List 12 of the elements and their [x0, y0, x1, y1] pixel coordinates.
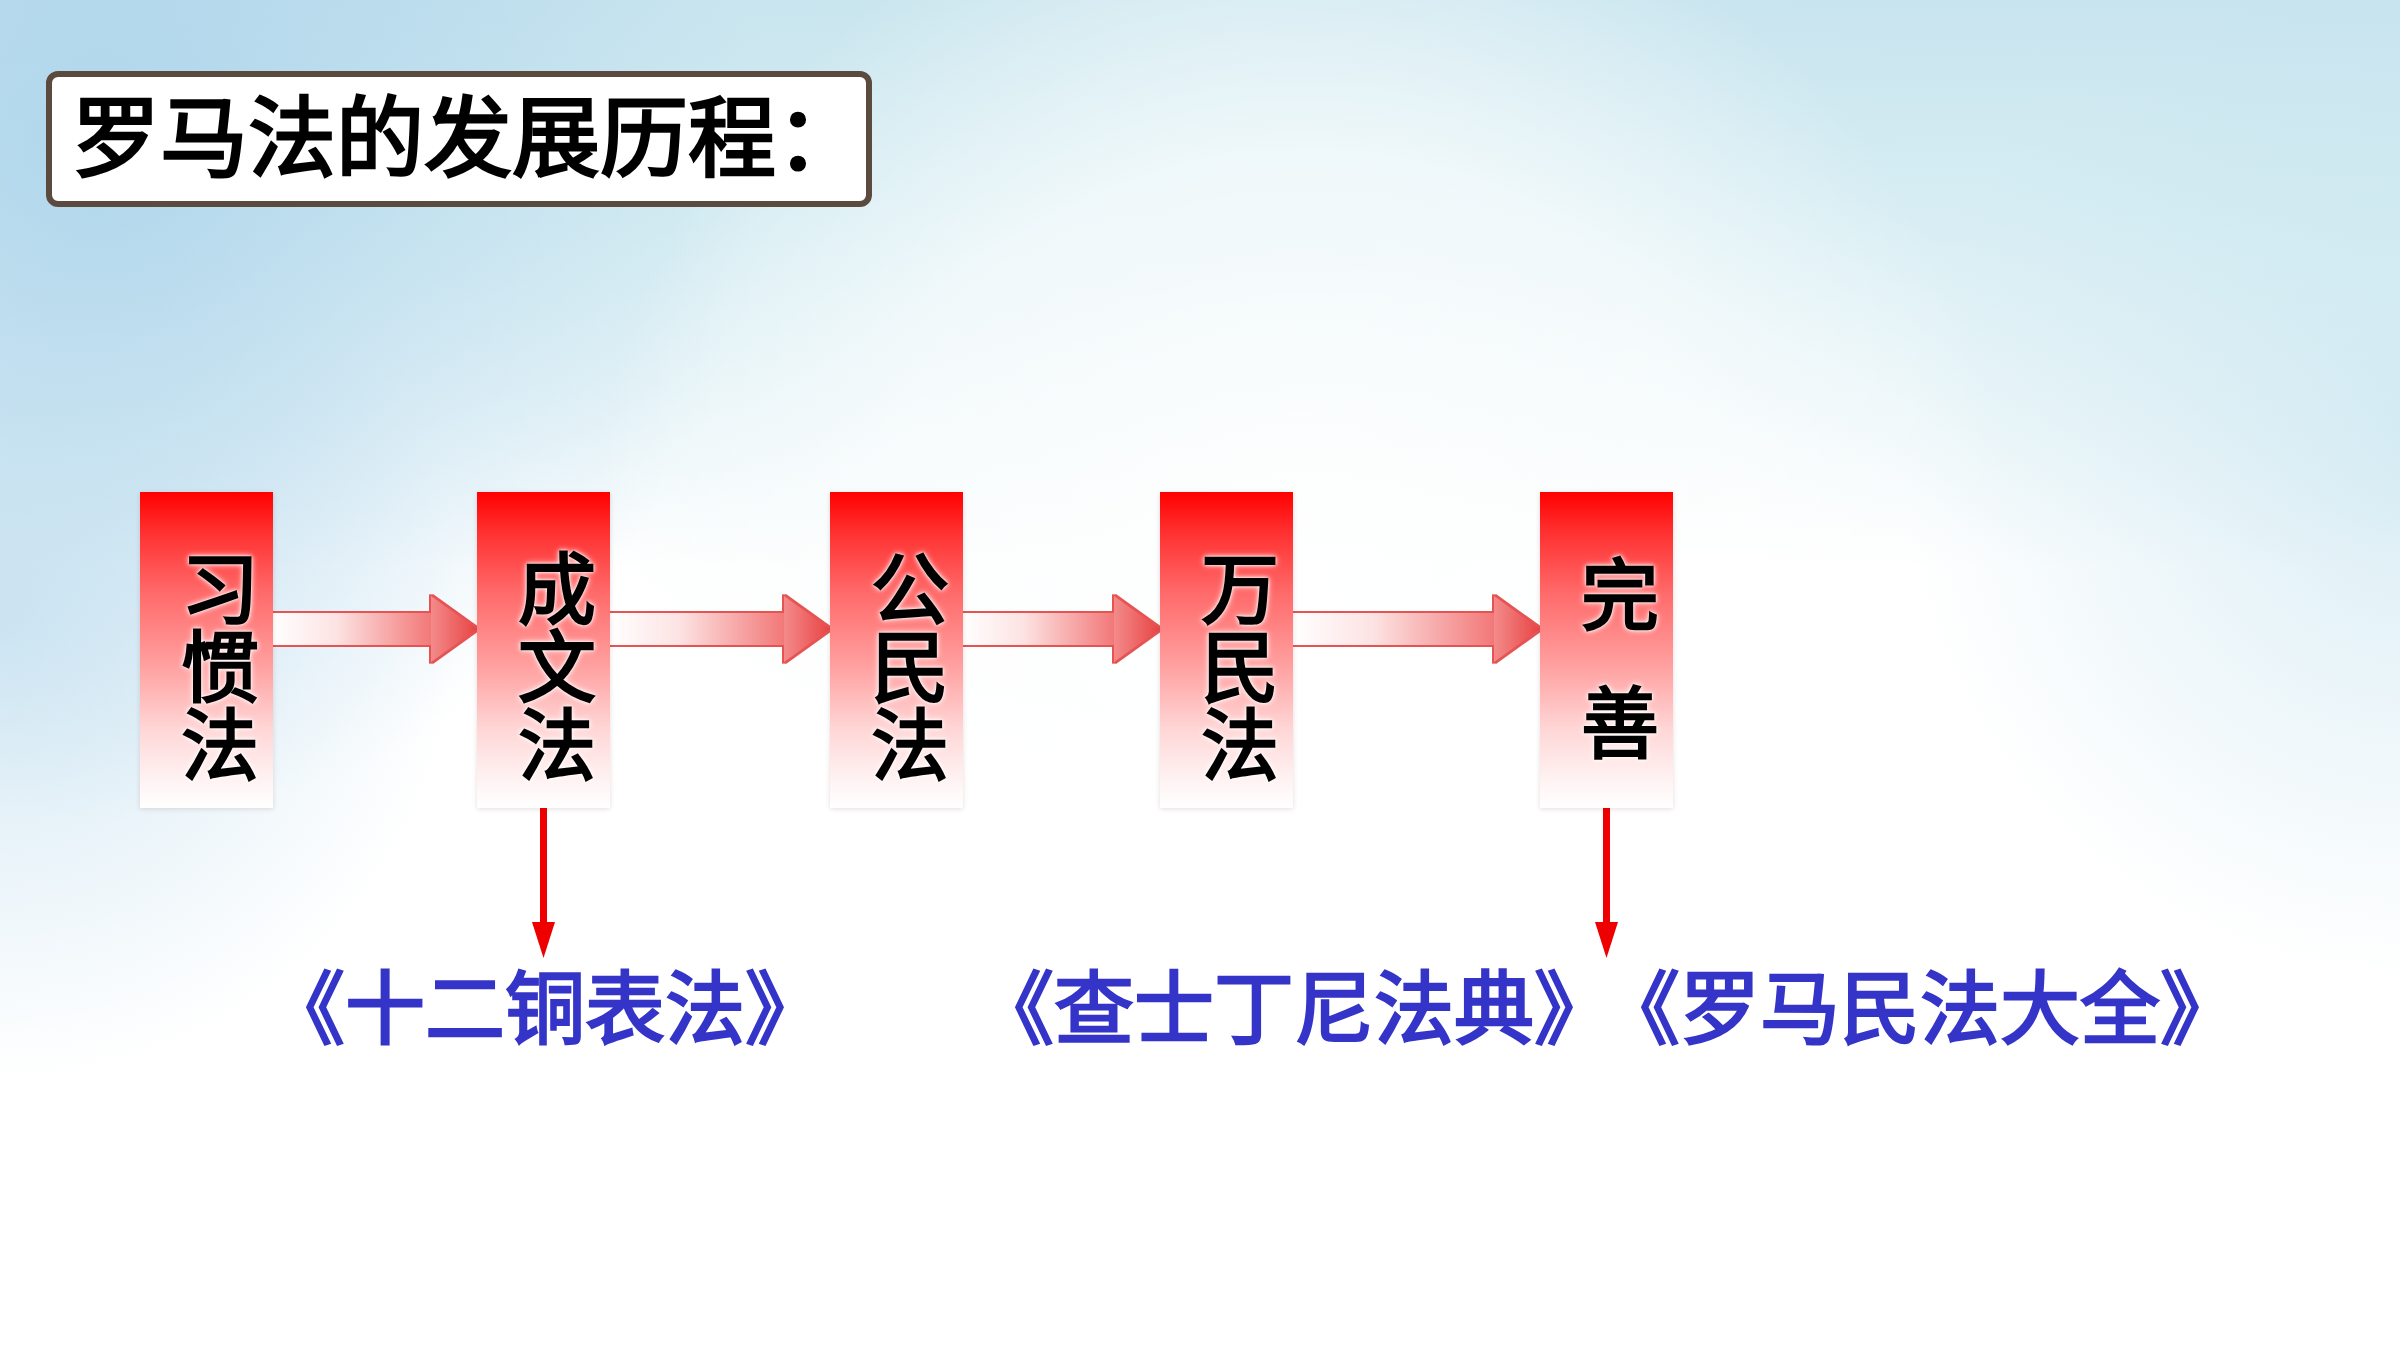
book-title: 《查士丁尼法典》 [974, 963, 1614, 1056]
book-title: 《十二铜表法》 [265, 958, 825, 1062]
arrow [532, 808, 555, 958]
stage-box: 成文法 [477, 492, 610, 808]
block-arrow [273, 596, 477, 662]
stage-box: 习惯法 [140, 492, 273, 808]
stage-box: 万民法 [1160, 492, 1293, 808]
title-box: 罗马法的发展历程： [46, 71, 872, 207]
book-title: 《罗马民法大全》 [1640, 963, 2240, 1056]
stage-box: 公民法 [830, 492, 963, 808]
arrow [1595, 808, 1618, 958]
stage-box: 完善 [1540, 492, 1673, 808]
